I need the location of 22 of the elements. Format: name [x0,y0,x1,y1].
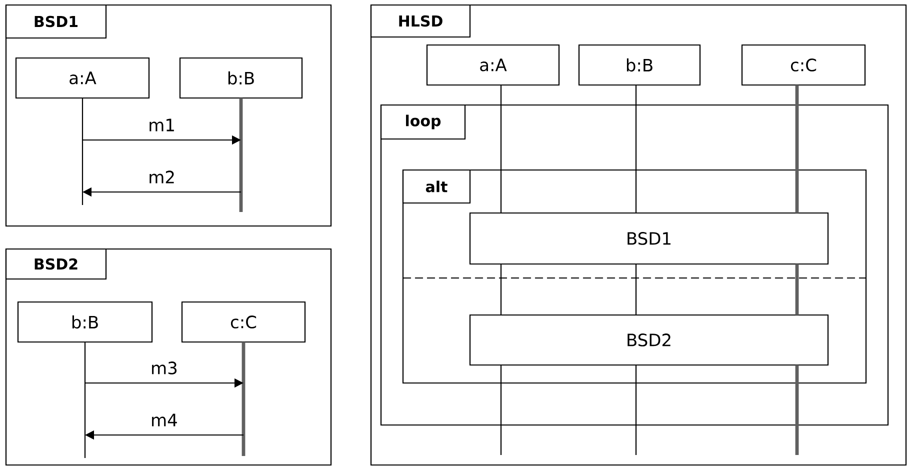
lifeline [635,264,637,315]
lifeline [795,365,799,455]
lifeline [500,264,502,315]
message-label: m1 [147,118,176,132]
message-label: m3 [150,360,179,376]
participant-box: b:B [578,44,701,86]
lifeline [635,85,637,213]
message-label: m4 [150,412,179,428]
reference-box: BSD1 [469,212,829,265]
participant-box: b:B [17,301,153,343]
participant-box: a:A [426,44,560,86]
lifeline [795,85,799,213]
lifeline [500,85,502,213]
message-label: m2 [147,170,176,184]
participant-box: a:A [15,57,150,99]
participant-box: c:C [181,301,306,343]
participant-box: c:C [741,44,866,86]
lifeline [795,264,799,315]
reference-box: BSD2 [469,314,829,366]
lifeline [500,365,502,455]
participant-box: b:B [179,57,303,99]
lifeline [635,365,637,455]
